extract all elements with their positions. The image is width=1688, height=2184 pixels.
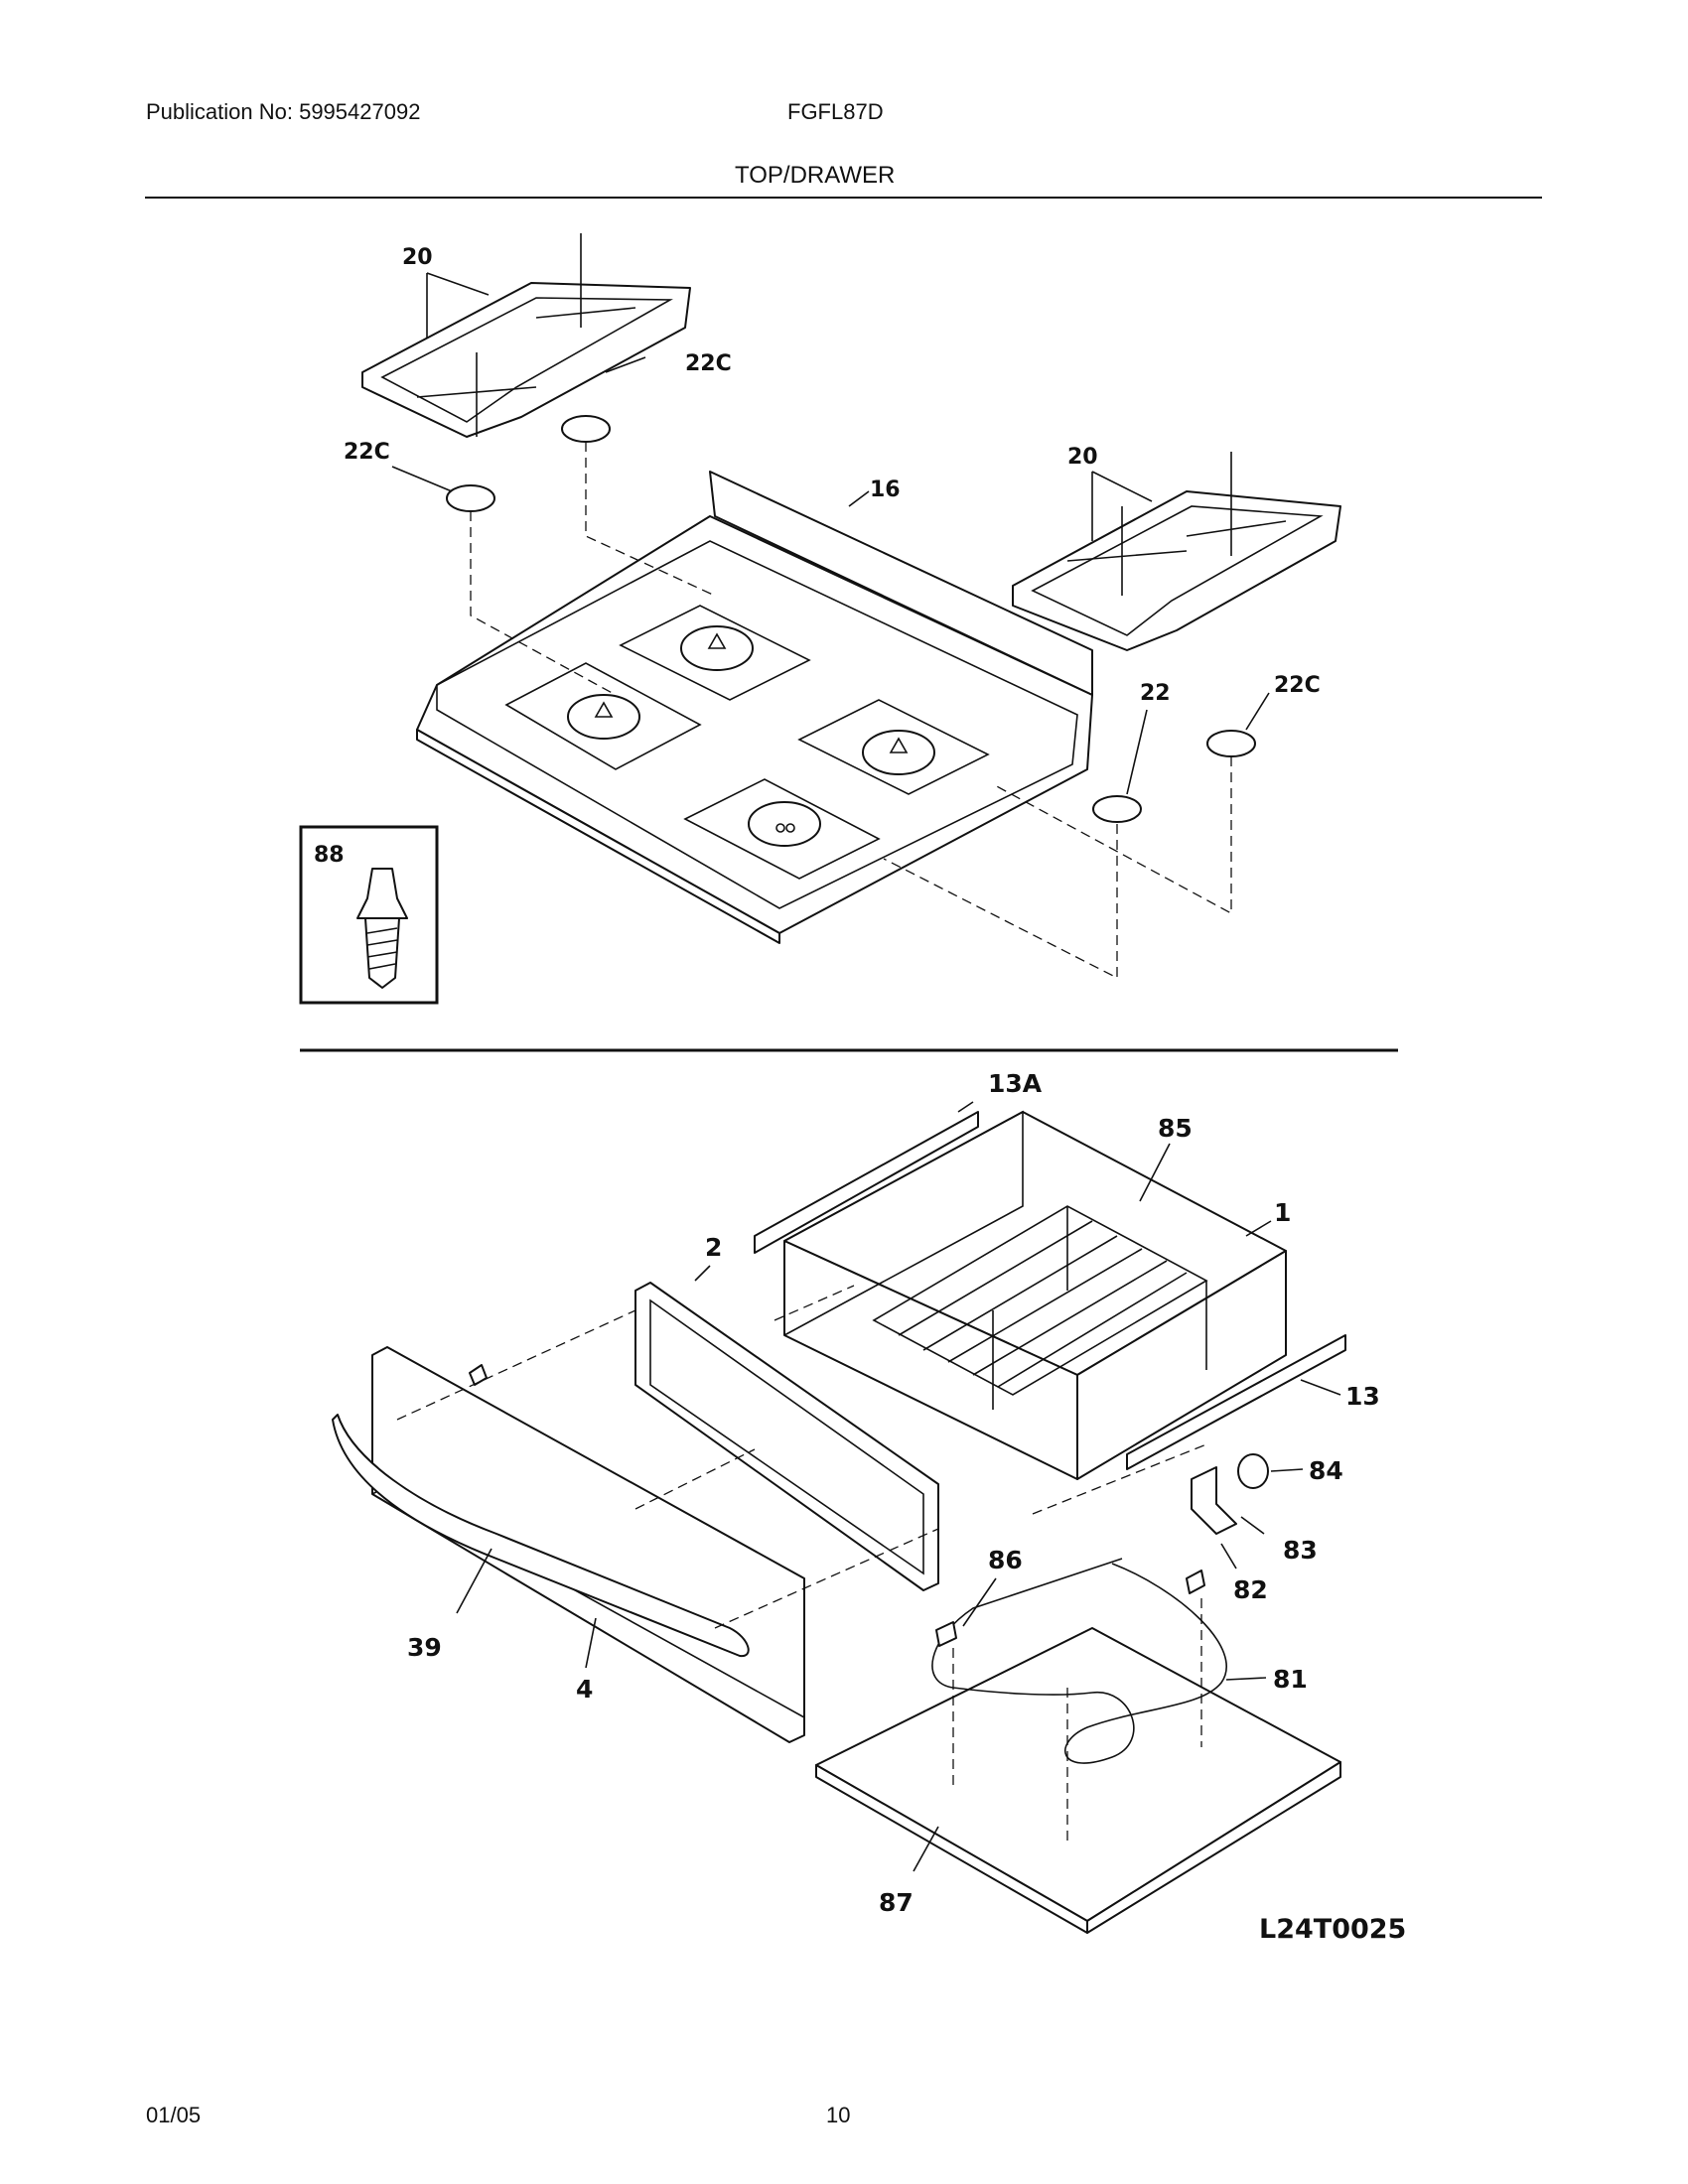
callout-element: 81 — [1273, 1665, 1308, 1694]
publication-number: Publication No: 5995427092 — [146, 99, 421, 124]
rail-13a — [754, 1111, 979, 1254]
drawer-body — [783, 1110, 1287, 1480]
section-title: TOP/DRAWER — [735, 162, 896, 189]
left-grates — [361, 233, 691, 438]
drawing-code: L24T0025 — [1259, 1914, 1406, 1945]
callout-sensor: 84 — [1309, 1456, 1343, 1485]
clip-86 — [935, 1621, 957, 1647]
model-number: FGFL87D — [787, 99, 884, 124]
leader-lines — [391, 272, 1341, 1872]
callout-clip-86: 86 — [988, 1546, 1023, 1574]
bracket-83 — [1191, 1466, 1237, 1535]
cooktop-assembly — [416, 471, 1093, 944]
callout-drawer-body: 1 — [1274, 1198, 1291, 1227]
broiler-rack — [872, 1205, 1208, 1410]
header-rule — [145, 197, 1542, 199]
callout-rack: 85 — [1158, 1114, 1193, 1143]
rail-13 — [1126, 1334, 1346, 1470]
callout-bracket: 83 — [1283, 1536, 1318, 1565]
callout-screw-inset: 88 — [314, 843, 345, 868]
screw-inset — [299, 825, 439, 1005]
drawer-handle — [332, 1414, 750, 1658]
callout-cap-left-upper: 22C — [685, 351, 732, 376]
callout-cap-left-lower: 22C — [344, 440, 390, 465]
callout-cooktop: 16 — [870, 478, 901, 502]
clip-82 — [1186, 1570, 1205, 1594]
callout-drawer-panel: 4 — [576, 1675, 593, 1704]
burner-caps — [446, 415, 1256, 823]
right-grates — [1012, 452, 1341, 651]
footer-page-number: 10 — [826, 2103, 851, 2127]
footer-date: 01/05 — [146, 2103, 202, 2127]
sensor-84 — [1237, 1453, 1269, 1489]
callout-drawer-front-frame: 2 — [705, 1233, 722, 1262]
callout-base-pan: 87 — [879, 1888, 914, 1917]
callout-cap-right: 22C — [1274, 673, 1321, 698]
callout-handle: 39 — [407, 1633, 442, 1662]
base-pan — [815, 1627, 1341, 1934]
panel-screw — [469, 1364, 488, 1386]
drawer-front-frame — [634, 1282, 939, 1591]
callout-grate-right: 20 — [1067, 445, 1098, 470]
callout-grate-left: 20 — [402, 245, 433, 270]
callout-cap-22: 22 — [1140, 681, 1171, 706]
callout-clip: 82 — [1233, 1575, 1268, 1604]
callout-rail-right: 13 — [1345, 1382, 1380, 1411]
callout-rail-top: 13A — [988, 1069, 1043, 1098]
